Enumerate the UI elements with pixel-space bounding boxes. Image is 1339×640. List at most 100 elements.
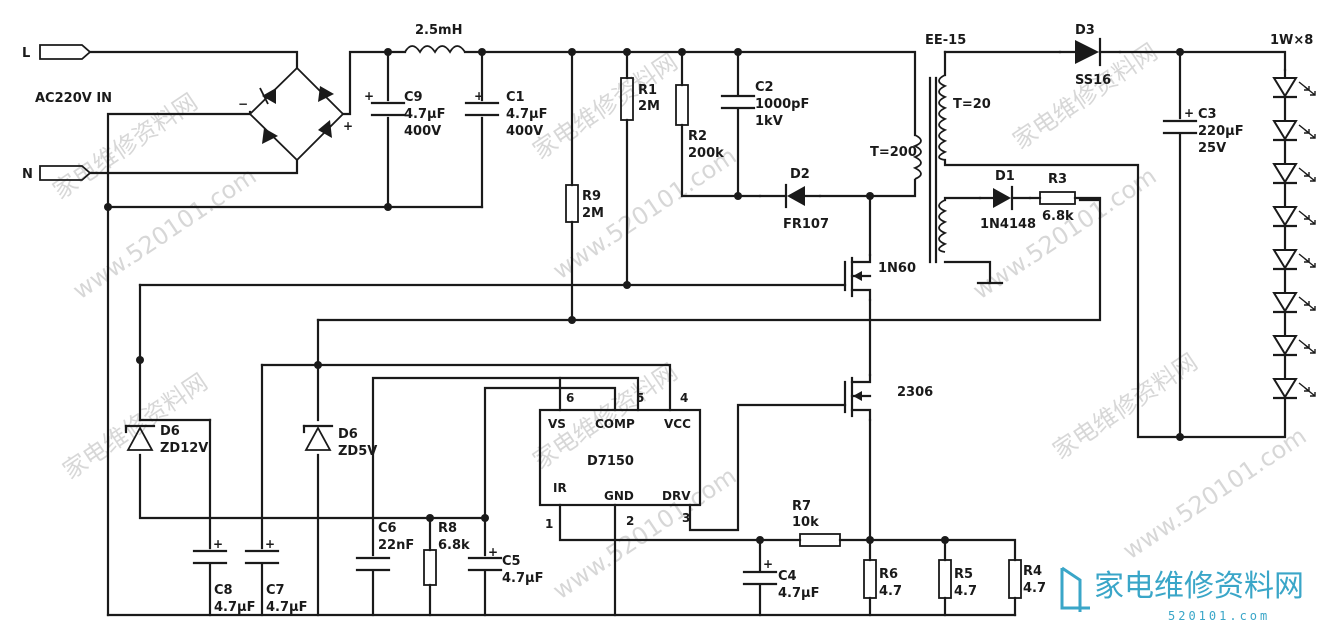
transformer-ee15: EE-15 T=200 T=20 (870, 33, 991, 264)
svg-text:C4: C4 (778, 569, 797, 584)
svg-text:4.7μF: 4.7μF (404, 107, 445, 122)
svg-text:R5: R5 (954, 567, 973, 582)
svg-text:R1: R1 (638, 83, 657, 98)
led-1 (1272, 77, 1316, 99)
svg-text:IR: IR (553, 481, 567, 495)
resistor-r6: R6 4.7 (863, 559, 902, 599)
resistor-r8: R8 6.8k (423, 521, 470, 586)
svg-text:T=20: T=20 (953, 97, 991, 112)
led-string-label: 1W×8 (1270, 33, 1313, 48)
svg-text:R8: R8 (438, 521, 457, 536)
led-6 (1272, 292, 1316, 314)
svg-text:5: 5 (636, 391, 644, 405)
svg-text:C8: C8 (214, 583, 233, 598)
svg-text:+: + (763, 557, 773, 571)
svg-text:4: 4 (680, 391, 688, 405)
resistor-r2: R2 200k (675, 84, 724, 161)
capacitor-c7: + C7 4.7μF (244, 537, 307, 615)
svg-text:4.7μF: 4.7μF (506, 107, 547, 122)
svg-text:R3: R3 (1048, 172, 1067, 187)
diode-d1: D1 1N4148 (978, 169, 1036, 232)
svg-text:ZD12V: ZD12V (160, 441, 208, 456)
inductor-value: 2.5mH (415, 23, 462, 38)
svg-text:C9: C9 (404, 90, 423, 105)
svg-text:4.7μF: 4.7μF (214, 600, 255, 615)
svg-text:+: + (488, 545, 498, 559)
svg-text:4.7: 4.7 (1023, 581, 1046, 596)
svg-text:+: + (474, 89, 484, 103)
watermark-layer: www.520101.com www.520101.com www.520101… (48, 38, 1312, 605)
svg-text:FR107: FR107 (783, 217, 829, 232)
svg-text:6.8k: 6.8k (1042, 209, 1074, 224)
svg-text:COMP: COMP (595, 417, 635, 431)
svg-text:22nF: 22nF (378, 538, 414, 553)
capacitor-c2: C2 1000pF 1kV (720, 80, 809, 129)
svg-text:1N4148: 1N4148 (980, 217, 1036, 232)
resistor-r9: R9 2M (565, 184, 604, 223)
led-4 (1272, 206, 1316, 228)
svg-text:+: + (265, 537, 275, 551)
svg-text:3: 3 (682, 511, 690, 525)
svg-text:2: 2 (626, 514, 634, 528)
ac-input: L N AC220V IN (22, 44, 112, 182)
zener-d6-5v: D6 ZD5V (302, 424, 377, 459)
svg-text:D6: D6 (160, 424, 180, 439)
svg-text:C2: C2 (755, 80, 774, 95)
diode-d3: D3 SS16 (1058, 23, 1122, 88)
resistor-r4: R4 4.7 (1008, 559, 1046, 599)
svg-text:25V: 25V (1198, 141, 1226, 156)
svg-text:C1: C1 (506, 90, 525, 105)
svg-text:4.7μF: 4.7μF (778, 586, 819, 601)
svg-text:+: + (213, 537, 223, 551)
svg-text:VCC: VCC (664, 417, 691, 431)
terminal-l (39, 44, 92, 60)
watermark-site-5: www.520101.com (1118, 422, 1312, 565)
svg-text:4.7μF: 4.7μF (266, 600, 307, 615)
zener-d6-12v: D6 ZD12V (124, 424, 208, 456)
terminal-n (39, 165, 92, 181)
logo-mark-icon (1060, 566, 1090, 612)
svg-text:1: 1 (545, 517, 553, 531)
svg-text:2306: 2306 (897, 385, 933, 400)
svg-text:SS16: SS16 (1075, 73, 1111, 88)
svg-text:+: + (364, 89, 374, 103)
label-n: N (22, 167, 33, 182)
logo-url: 520101.com (1168, 609, 1270, 623)
svg-text:10k: 10k (792, 515, 819, 530)
svg-text:R7: R7 (792, 499, 811, 514)
svg-text:+: + (343, 119, 353, 133)
svg-text:R4: R4 (1023, 564, 1042, 579)
bridge-rectifier: − + (238, 66, 353, 162)
svg-text:1000pF: 1000pF (755, 97, 809, 112)
svg-text:C6: C6 (378, 521, 397, 536)
svg-text:4.7: 4.7 (954, 584, 977, 599)
led-7 (1272, 335, 1316, 357)
capacitor-c8: + C8 4.7μF (192, 537, 255, 615)
resistor-r5: R5 4.7 (938, 559, 977, 599)
svg-text:400V: 400V (404, 124, 441, 139)
led-5 (1272, 249, 1316, 271)
svg-text:+: + (1184, 106, 1194, 120)
svg-text:2M: 2M (638, 99, 660, 114)
svg-text:4.7: 4.7 (879, 584, 902, 599)
svg-text:6.8k: 6.8k (438, 538, 470, 553)
svg-text:DRV: DRV (662, 489, 691, 503)
mosfet-1n60: 1N60 (843, 253, 916, 302)
svg-text:C3: C3 (1198, 107, 1217, 122)
svg-text:R6: R6 (879, 567, 898, 582)
capacitor-c1: + C1 4.7μF 400V (464, 89, 547, 139)
svg-text:D2: D2 (790, 167, 810, 182)
ic-d7150: D7150 VS COMP VCC IR GND DRV 6 5 4 1 2 3 (538, 376, 702, 531)
capacitor-c3: + C3 220μF 25V (1162, 106, 1244, 156)
label-ac-input: AC220V IN (35, 91, 112, 106)
svg-text:1kV: 1kV (755, 114, 783, 129)
led-3 (1272, 163, 1316, 185)
svg-text:4.7μF: 4.7μF (502, 571, 543, 586)
resistor-r7: R7 10k (792, 499, 841, 547)
inductor-2-5mh: 2.5mH (404, 23, 466, 54)
resistor-r1: R1 2M (620, 77, 660, 121)
svg-text:6: 6 (566, 391, 574, 405)
svg-text:ZD5V: ZD5V (338, 444, 377, 459)
watermark-site-4: www.520101.com (548, 462, 742, 605)
